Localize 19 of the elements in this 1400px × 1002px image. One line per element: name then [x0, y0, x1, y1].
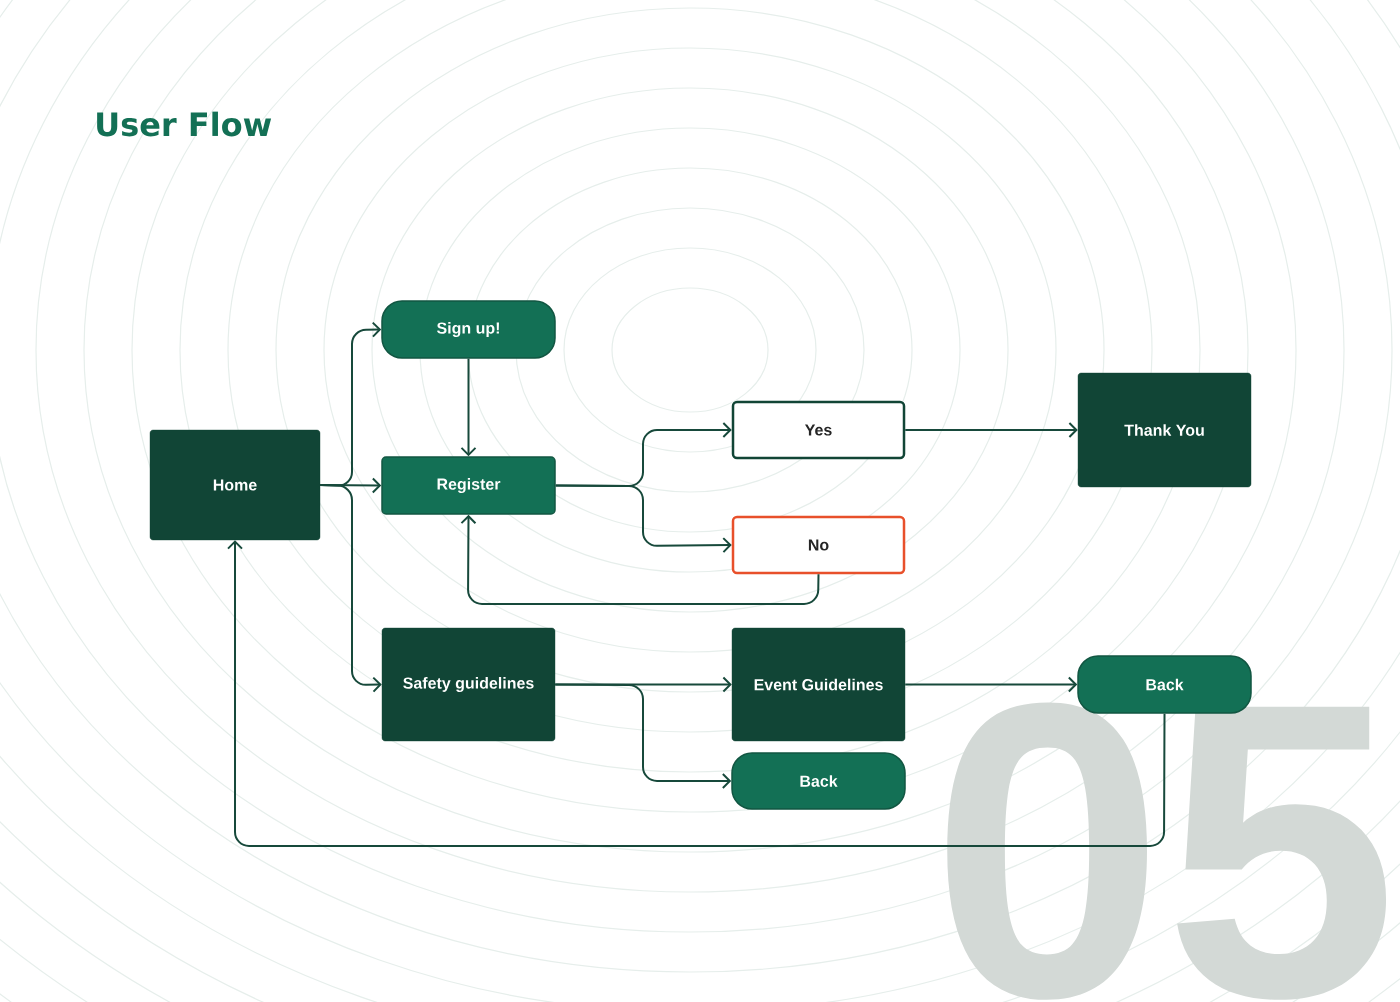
- screen-box: Home: [149, 429, 321, 541]
- option-box: No: [731, 515, 906, 575]
- arrow: [319, 484, 382, 693]
- process-box: Register: [381, 456, 556, 515]
- arrow: [554, 484, 732, 554]
- arrow: [460, 514, 820, 605]
- title: User Flow: [97, 111, 272, 137]
- screen-box: Event Guidelines: [731, 627, 906, 742]
- action-pill: Back: [731, 752, 906, 810]
- arrow: [554, 683, 732, 789]
- screen-box: Safety guidelines: [381, 627, 556, 742]
- arrow: [227, 540, 1166, 847]
- arrow: [460, 357, 477, 457]
- arrow: [904, 422, 1078, 438]
- action-pill: Sign up!: [381, 300, 556, 359]
- action-pill: Back: [1077, 655, 1252, 714]
- screen-box: Thank You: [1077, 372, 1252, 488]
- option-box: Yes: [731, 400, 906, 460]
- arrow: [904, 676, 1078, 693]
